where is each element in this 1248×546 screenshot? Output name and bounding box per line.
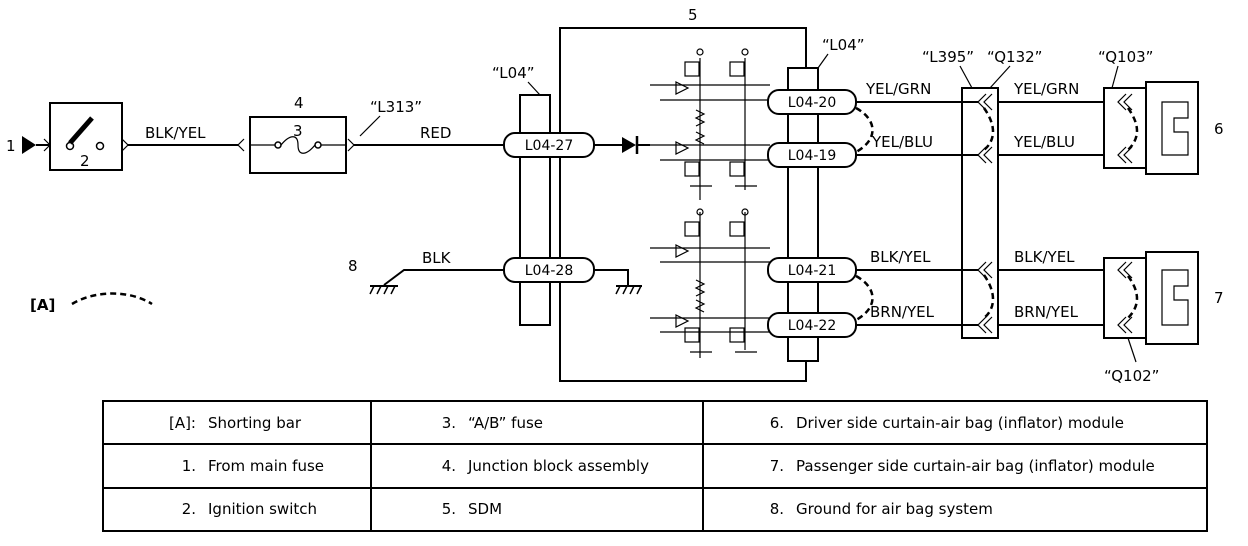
callout-5: 5: [688, 6, 698, 24]
sdm-internal-circuit: [650, 48, 770, 358]
pin-l04-20-label: L04-20: [788, 95, 836, 111]
ref-l313: “L313”: [370, 98, 422, 116]
ignition-switch: 2: [43, 102, 129, 171]
shorting-bar-l04-lower: [855, 274, 874, 322]
inflator-icon: [1161, 101, 1189, 156]
leader-l313: [359, 115, 381, 137]
callout-a: [A]: [30, 296, 55, 314]
callout-7: 7: [1214, 289, 1224, 307]
legend-table: [A]:Shorting bar 3.“A/B” fuse 6.Driver s…: [102, 399, 1208, 533]
junction-block: 4 3: [237, 94, 355, 174]
pin-l04-22-label: L04-22: [788, 318, 836, 334]
label-brn-yel-2: BRN/YEL: [1014, 303, 1079, 321]
leader-q132: [989, 65, 1011, 89]
leader-l04-right: [817, 53, 829, 69]
legend-cell: 7.Passenger side curtain-air bag (inflat…: [702, 443, 1208, 489]
leader-l04-left: [527, 81, 541, 96]
pin-l04-19-label: L04-19: [788, 148, 836, 164]
label-blk-yel-1: BLK/YEL: [870, 248, 931, 266]
callout-3: 3: [293, 122, 303, 140]
label-brn-yel-1: BRN/YEL: [870, 303, 935, 321]
legend-cell: 4.Junction block assembly: [370, 443, 704, 489]
legend-row: 1.From main fuse 4.Junction block assemb…: [102, 443, 1208, 489]
ref-l04-right: “L04”: [822, 36, 865, 54]
label-blk-yel-2: BLK/YEL: [1014, 248, 1075, 266]
legend-row: 2.Ignition switch 5.SDM 8.Ground for air…: [102, 486, 1208, 533]
pin-l04-27-label: L04-27: [525, 138, 573, 154]
leader-q103: [1111, 65, 1119, 89]
fuse-icon: [280, 136, 316, 154]
leader-l395: [959, 65, 973, 89]
shorting-bar-l395-lower: [982, 274, 995, 319]
label-blk-yel-left: BLK/YEL: [145, 124, 206, 142]
wire-blk: [383, 269, 504, 286]
ref-q132: “Q132”: [987, 48, 1042, 66]
legend-row: [A]:Shorting bar 3.“A/B” fuse 6.Driver s…: [102, 399, 1208, 446]
callout-1: 1: [6, 137, 16, 155]
sdm-ground-icon: [615, 285, 642, 295]
legend-cell: [A]:Shorting bar: [102, 399, 372, 446]
legend-cell: 8.Ground for air bag system: [702, 486, 1208, 533]
pin-l04-21-label: L04-21: [788, 263, 836, 279]
ground-icon: [369, 285, 398, 295]
driver-curtain-airbag-module: [1145, 81, 1199, 175]
shorting-bar-key: [71, 292, 153, 306]
label-blk: BLK: [422, 249, 452, 267]
leader-q102: [1127, 337, 1137, 363]
callout-8: 8: [348, 257, 358, 275]
switch-lever-icon: [68, 116, 94, 145]
shorting-bar-q102: [1126, 275, 1139, 319]
ref-q103: “Q103”: [1098, 48, 1153, 66]
wiring-diagram: 1 2 BLK/YEL 4 3 “L313” RED “L04” 5: [6, 6, 1224, 385]
label-yel-grn-2: YEL/GRN: [1013, 80, 1079, 98]
ref-q102: “Q102”: [1104, 367, 1159, 385]
label-red: RED: [420, 124, 451, 142]
callout-2: 2: [80, 152, 90, 170]
legend-cell: 3.“A/B” fuse: [370, 399, 704, 446]
label-yel-blu-1: YEL/BLU: [871, 133, 933, 151]
shorting-bar-l395-upper: [982, 107, 995, 151]
ref-l04-left: “L04”: [492, 64, 535, 82]
legend-cell: 1.From main fuse: [102, 443, 372, 489]
connector-l395-q132: [961, 87, 999, 339]
inflator-icon: [1161, 269, 1189, 326]
legend-cell: 5.SDM: [370, 486, 704, 533]
pin-l04-28-label: L04-28: [525, 263, 573, 279]
callout-4: 4: [294, 94, 304, 112]
diode-icon: [622, 137, 636, 153]
shorting-bar-q103: [1126, 107, 1139, 151]
passenger-curtain-airbag-module: [1145, 251, 1199, 345]
label-yel-grn-1: YEL/GRN: [865, 80, 931, 98]
legend-cell: 2.Ignition switch: [102, 486, 372, 533]
input-arrow-icon: [22, 136, 36, 154]
legend-cell: 6.Driver side curtain-air bag (inflator)…: [702, 399, 1208, 446]
callout-6: 6: [1214, 120, 1224, 138]
shorting-bar-l04-upper: [855, 106, 874, 154]
connector-l04-left: [519, 94, 551, 326]
ref-l395: “L395”: [922, 48, 974, 66]
label-yel-blu-2: YEL/BLU: [1013, 133, 1075, 151]
